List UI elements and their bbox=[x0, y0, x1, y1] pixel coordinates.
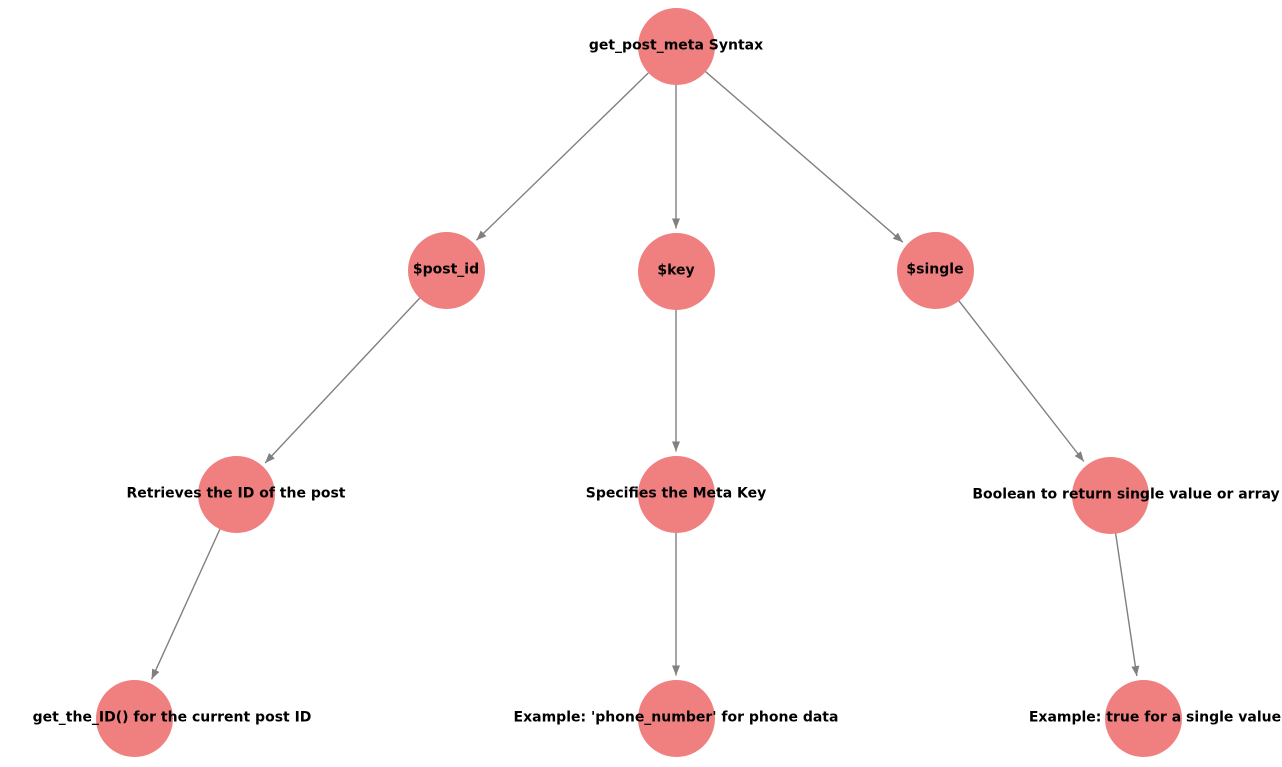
node-single bbox=[896, 231, 974, 309]
node-key-example bbox=[637, 679, 715, 757]
node-post-id bbox=[407, 231, 485, 309]
node-post-id-example bbox=[95, 679, 173, 757]
node-key bbox=[637, 232, 715, 310]
node-label-post-id-example: get_the_ID() for the current post ID bbox=[32, 709, 312, 726]
node-label-post-id: $post_id bbox=[412, 261, 480, 278]
node-label-key-desc: Specifies the Meta Key bbox=[585, 485, 767, 502]
node-label-key-example: Example: 'phone_number' for phone data bbox=[513, 709, 839, 726]
node-label-syntax: get_post_meta Syntax bbox=[588, 37, 764, 54]
node-key-desc bbox=[637, 455, 715, 533]
edge-single-to-single-desc bbox=[958, 299, 1085, 462]
node-label-single-desc: Boolean to return single value or array bbox=[972, 486, 1280, 503]
node-label-post-id-desc: Retrieves the ID of the post bbox=[126, 485, 346, 502]
node-label-key: $key bbox=[657, 262, 695, 279]
node-single-example bbox=[1104, 679, 1182, 757]
node-syntax bbox=[637, 7, 715, 85]
node-post-id-desc bbox=[197, 455, 275, 533]
node-label-single: $single bbox=[906, 261, 964, 278]
edge-post-id-to-post-id-desc bbox=[264, 297, 421, 464]
edge-single-desc-to-single-example bbox=[1114, 532, 1140, 677]
edge-syntax-to-single bbox=[704, 70, 904, 243]
node-single-desc bbox=[1071, 456, 1149, 534]
edge-syntax-to-post-id bbox=[475, 72, 649, 241]
edge-post-id-desc-to-post-id-example bbox=[150, 528, 221, 680]
node-label-single-example: Example: true for a single value bbox=[1028, 709, 1282, 726]
edge-group bbox=[150, 70, 1140, 680]
